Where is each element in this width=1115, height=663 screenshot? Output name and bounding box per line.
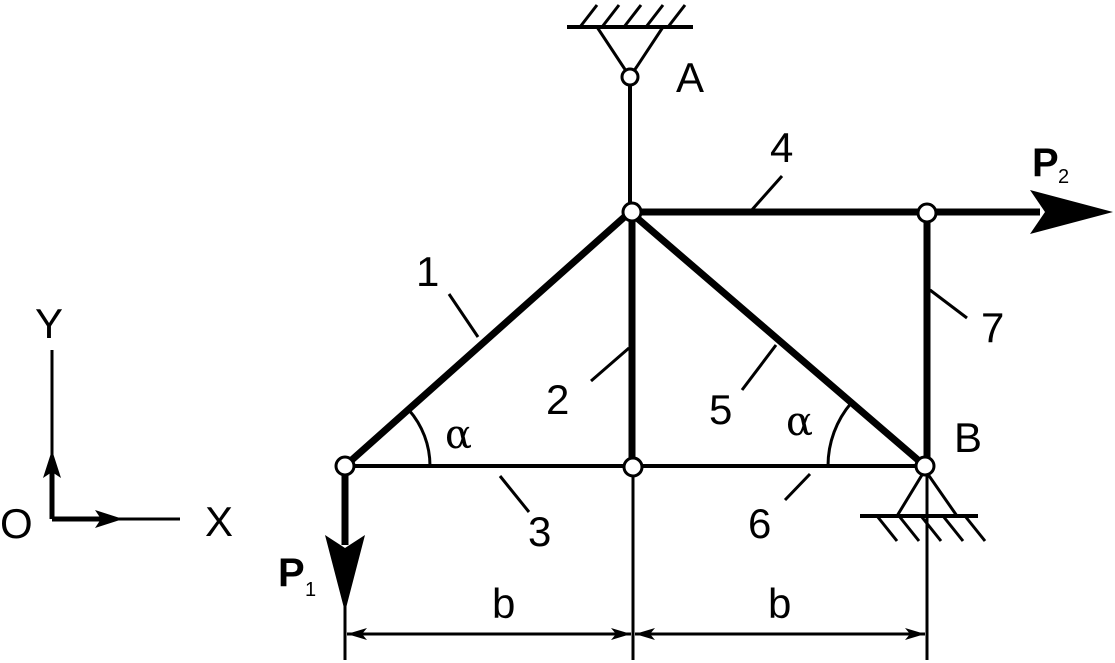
- label-force-p1-subscript: 1: [305, 579, 316, 601]
- label-axis-y: Y: [35, 300, 63, 347]
- label-dimension-left: b: [492, 580, 515, 627]
- ceiling-hatching: [578, 4, 687, 28]
- support-b: [860, 467, 987, 542]
- label-leaders: [447, 175, 968, 513]
- label-angle-left: α: [445, 412, 472, 458]
- joint-top-right: [916, 202, 938, 224]
- member-1: [341, 208, 634, 470]
- angle-arc-right: [826, 401, 853, 467]
- label-member-1: 1: [416, 248, 439, 295]
- member-5: [626, 208, 929, 470]
- x-axis-arrow-icon: [95, 510, 123, 528]
- y-axis-arrow-icon: [43, 450, 61, 478]
- arrowhead-down-icon: [325, 535, 365, 612]
- joint-top-center: [621, 201, 643, 223]
- joint-b: [914, 455, 936, 477]
- support-a: [567, 4, 693, 205]
- label-force-p1: P: [278, 551, 305, 595]
- label-member-2: 2: [546, 376, 569, 423]
- angle-arc-left: [407, 408, 432, 467]
- label-dimension-right: b: [768, 580, 791, 627]
- label-member-4: 4: [770, 124, 793, 171]
- label-member-3: 3: [528, 508, 551, 555]
- label-support-a: A: [676, 54, 704, 101]
- joint-bottom-left: [334, 455, 356, 477]
- force-p2-arrow: [930, 190, 1113, 234]
- joints: [334, 67, 938, 478]
- coordinate-axes: [43, 350, 180, 528]
- joint-a: [620, 67, 640, 87]
- label-member-5: 5: [709, 386, 732, 433]
- ground-hatching: [875, 515, 987, 542]
- label-member-7: 7: [981, 304, 1004, 351]
- label-member-6: 6: [748, 500, 771, 547]
- label-force-p2-subscript: 2: [1058, 166, 1069, 188]
- label-support-b: B: [954, 414, 982, 461]
- label-angle-right: α: [786, 399, 813, 445]
- label-axis-x: X: [205, 498, 233, 545]
- force-p1-arrow: [325, 466, 365, 612]
- dimension-extension-lines: [343, 475, 929, 660]
- joint-bottom-center: [622, 456, 644, 478]
- arrowhead-right-icon: [1030, 190, 1113, 234]
- label-force-p2: P: [1032, 141, 1059, 185]
- label-axis-origin: O: [0, 500, 33, 547]
